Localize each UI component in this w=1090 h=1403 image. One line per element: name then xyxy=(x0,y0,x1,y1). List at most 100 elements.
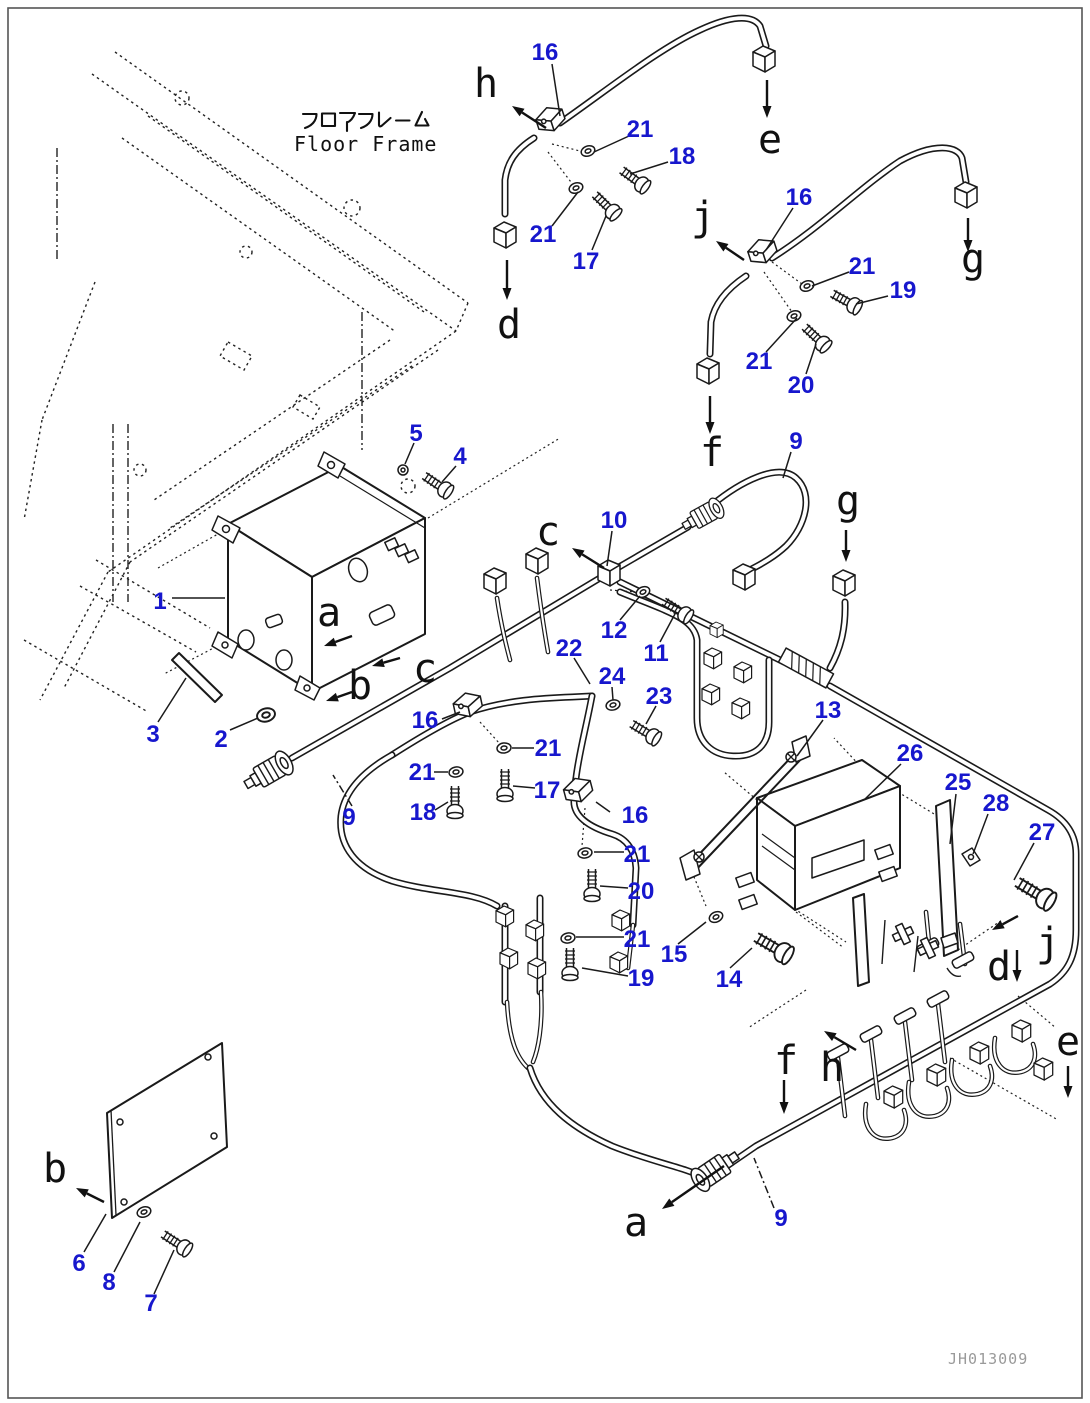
floor-frame-outline xyxy=(23,51,469,713)
view-letter: a xyxy=(317,590,341,636)
part-number-label: 17 xyxy=(573,248,600,275)
part-number-label: 16 xyxy=(412,707,439,734)
mounting-plate-25 xyxy=(935,799,962,978)
page-title-english: Floor Frame xyxy=(294,132,438,156)
label-leader-line xyxy=(434,801,449,811)
part-number-label: 2 xyxy=(214,726,227,753)
label-leader-line xyxy=(659,611,677,643)
label-leader-line xyxy=(83,1213,107,1253)
label-leader-line xyxy=(441,465,457,483)
part-number-label: 21 xyxy=(409,759,436,786)
label-leader-line xyxy=(441,711,461,720)
view-arrow-line xyxy=(86,1192,105,1204)
view-arrow-head xyxy=(326,692,339,702)
part-number-label: 12 xyxy=(601,617,628,644)
label-leader-line xyxy=(1013,842,1035,881)
view-arrow-head xyxy=(779,1102,789,1114)
part-number-label: 3 xyxy=(146,721,159,748)
view-letter: f xyxy=(700,430,724,476)
view-arrow-line xyxy=(334,634,353,644)
cover-panel xyxy=(106,1042,228,1219)
part-number-label: 14 xyxy=(716,966,743,993)
part-number-label: 13 xyxy=(815,697,842,724)
strip-plate xyxy=(171,652,223,703)
label-leader-line xyxy=(782,451,792,479)
part-number-label: 18 xyxy=(410,799,437,826)
part-number-label: 1 xyxy=(153,588,166,615)
view-arrow-head xyxy=(992,920,1005,930)
view-arrow-head xyxy=(502,288,512,300)
label-leader-line xyxy=(229,717,259,731)
view-letter: g xyxy=(961,236,985,282)
view-arrow-head xyxy=(705,422,715,434)
view-arrow-head xyxy=(372,658,385,668)
harness-connectors xyxy=(238,45,1054,1196)
view-arrow-head xyxy=(841,550,851,562)
part-number-label: 18 xyxy=(669,143,696,170)
label-leader-line xyxy=(573,657,591,685)
view-arrow-head xyxy=(762,106,772,118)
label-leader-line xyxy=(593,135,630,153)
part-number-label: 21 xyxy=(624,841,651,868)
label-leader-line xyxy=(805,343,817,375)
tape-wrap xyxy=(777,647,835,689)
view-arrow-line xyxy=(671,1165,725,1204)
part-number-label: 7 xyxy=(144,1290,157,1317)
view-arrow-head xyxy=(963,240,973,252)
part-number-label: 19 xyxy=(628,965,655,992)
label-leader-line xyxy=(972,813,989,855)
part-number-label: 23 xyxy=(646,683,673,710)
view-arrow-head xyxy=(824,1031,837,1041)
view-letter: g xyxy=(836,478,860,524)
part-number-label: 10 xyxy=(601,507,628,534)
part-number-label: 27 xyxy=(1029,819,1056,846)
part-number-label: 21 xyxy=(530,221,557,248)
view-arrow-line xyxy=(581,553,605,570)
part-number-label: 16 xyxy=(532,39,559,66)
label-leader-line xyxy=(591,215,607,251)
part-number-label: 11 xyxy=(643,640,668,667)
part-number-label: 8 xyxy=(102,1269,115,1296)
view-letter: a xyxy=(624,1200,648,1246)
drawing-number-watermark: JH013009 xyxy=(948,1350,1029,1368)
part-number-label: 5 xyxy=(409,420,422,447)
part-number-label: 20 xyxy=(788,372,815,399)
part-number-label: 20 xyxy=(628,878,655,905)
label-leader-line xyxy=(512,785,536,789)
part-number-label: 22 xyxy=(556,635,583,662)
part-number-label: 24 xyxy=(599,663,626,690)
view-arrow-line xyxy=(521,111,547,130)
view-letter: h xyxy=(474,61,498,107)
label-leader-line xyxy=(619,595,641,621)
label-leader-line xyxy=(855,295,889,305)
view-arrow-line xyxy=(336,690,353,699)
view-arrow-head xyxy=(716,241,729,252)
part-number-label: 16 xyxy=(786,184,813,211)
label-leader-line xyxy=(113,1221,141,1273)
label-leader-line xyxy=(404,442,415,465)
part-number-label: 15 xyxy=(661,941,688,968)
label-leader-line xyxy=(765,317,798,353)
view-arrow-line xyxy=(725,246,745,261)
label-leader-line xyxy=(606,530,613,567)
part-number-label: 21 xyxy=(535,735,562,762)
grommet xyxy=(256,707,276,723)
part-number-label: 25 xyxy=(945,769,972,796)
part-number-label: 28 xyxy=(983,790,1010,817)
washer-28-hole xyxy=(967,853,975,861)
view-arrow-line xyxy=(1001,914,1019,926)
view-arrow-head xyxy=(512,106,525,117)
view-letter: j xyxy=(1036,920,1060,966)
view-arrow-head xyxy=(76,1188,89,1198)
view-arrow-line xyxy=(833,1036,857,1052)
part-number-label: 9 xyxy=(789,428,802,455)
label-leader-line xyxy=(729,947,753,969)
view-arrow-head xyxy=(324,637,337,647)
view-letter: b xyxy=(43,1146,67,1192)
view-letter: d xyxy=(987,944,1011,990)
page-border xyxy=(7,7,1083,1399)
label-leader-line xyxy=(611,686,614,701)
